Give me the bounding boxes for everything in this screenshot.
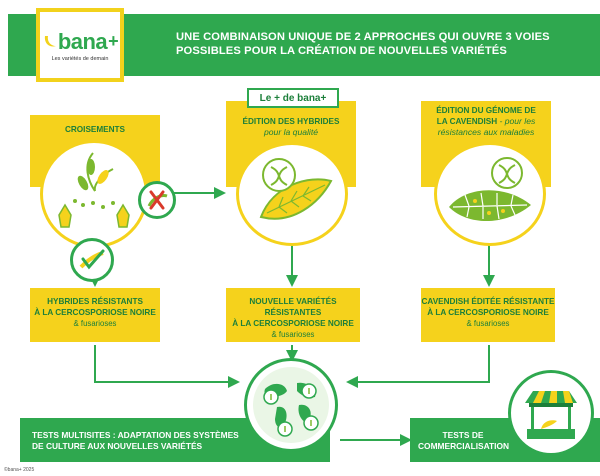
column-3-title: Édition du génome de la Cavendish - pour… (421, 105, 551, 138)
result-2-line-3: & fusarioses (271, 330, 315, 339)
logo-wordmark: bana+ (42, 28, 119, 55)
column-2-title-italic: pour la qualité (264, 127, 318, 137)
result-3-line-2: à la cercosporiose noire (427, 308, 549, 317)
commercial-tests-text: Tests de commercialisation (418, 430, 510, 452)
cavendish-edit-circle (434, 142, 546, 246)
badge-label: Le + de bana+ (259, 92, 327, 104)
result-1-line-2: à la cercosporiose noire (34, 308, 156, 317)
copyright-text: ©bana+ 2025 (4, 467, 35, 473)
headline-line-1: Une combinaison unique de 2 approches qu… (176, 31, 550, 43)
bana-plus-badge: Le + de bana+ (247, 88, 339, 108)
hybrid-edit-circle (236, 142, 348, 246)
dna-leaf-icon (259, 158, 333, 220)
yes-cross-badge (70, 238, 114, 282)
globe-circle (244, 358, 338, 452)
logo-plus: + (108, 31, 119, 51)
no-cross-badge (138, 181, 176, 219)
result-box-2: Nouvelle variétés résistantes à la cerco… (226, 288, 360, 342)
crossing-circle (40, 140, 148, 248)
logo-word: bana (57, 28, 108, 54)
column-1-title-text: Croisements (64, 125, 126, 134)
crossing-plants-icon (58, 152, 130, 228)
column-3-title-line-2: la Cavendish (436, 117, 498, 126)
result-3-line-3: & fusarioses (466, 319, 510, 328)
x-mark-icon (147, 190, 168, 210)
column-3-title-italic: - pour les (499, 116, 536, 126)
logo: bana+ Les variétés de demain (36, 8, 124, 82)
result-box-1: Hybrides résistants à la cercosporiose n… (30, 288, 160, 342)
commercial-line-2: commercialisation (418, 441, 510, 451)
result-2-line-1: Nouvelle variétés résistantes (249, 297, 337, 317)
column-2-title-text: Édition des hybrides (242, 117, 340, 126)
headline-line-2: possibles pour la création de nouvelles … (176, 45, 507, 57)
column-3-title-line-1: Édition du génome de (436, 106, 536, 115)
result-1-line-3: & fusarioses (73, 319, 117, 328)
result-3-line-1: Cavendish éditée résistante (421, 297, 555, 306)
commercial-line-1: Tests de (442, 430, 484, 440)
result-1-line-1: Hybrides résistants (47, 297, 143, 306)
column-3-title-italic-2: résistances aux maladies (437, 127, 535, 137)
column-1-title: Croisements (30, 124, 160, 135)
tests-line-2: de culture aux nouvelles variétés (32, 441, 203, 451)
market-circle (508, 370, 594, 456)
banana-logo-icon (44, 35, 56, 46)
tests-line-1: Tests multisites : adaptation des systèm… (32, 430, 239, 440)
logo-tagline: Les variétés de demain (51, 55, 109, 62)
market-stall-icon (525, 391, 577, 439)
multisite-tests-text: Tests multisites : adaptation des systèm… (32, 430, 252, 452)
result-box-3: Cavendish éditée résistante à la cercosp… (421, 288, 555, 342)
world-globe-icon (253, 367, 329, 443)
result-2-line-2: à la cercosporiose noire (232, 319, 354, 328)
page-headline: Une combinaison unique de 2 approches qu… (176, 30, 576, 58)
dna-diseased-leaf-icon (449, 157, 531, 222)
check-mark-icon (79, 249, 105, 270)
column-2-title: Édition des hybrides pour la qualité (226, 116, 356, 138)
